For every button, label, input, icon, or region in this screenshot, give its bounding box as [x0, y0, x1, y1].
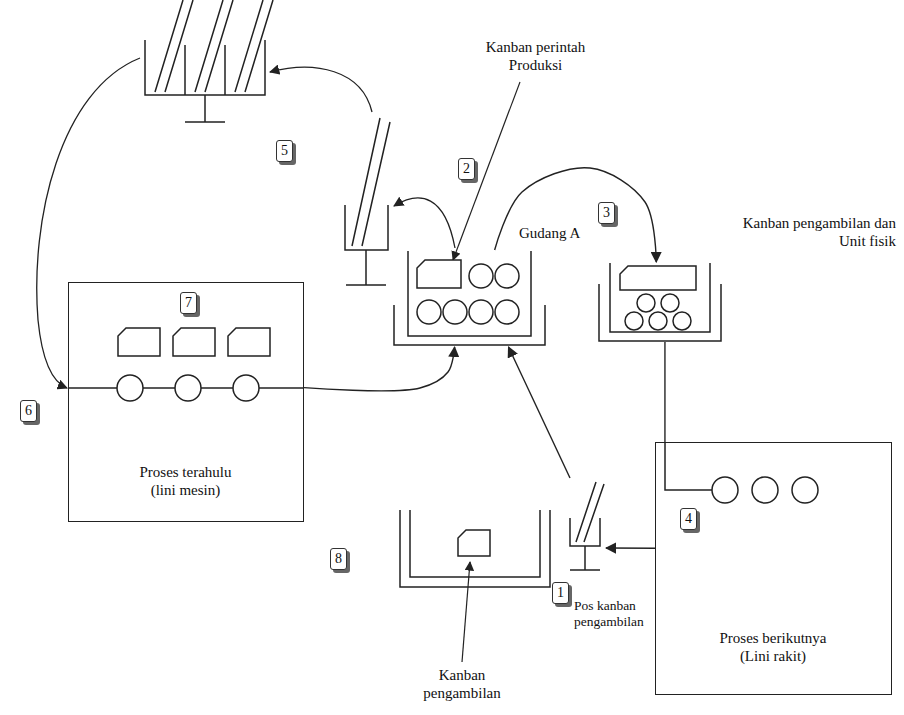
part-unit	[495, 300, 519, 324]
flow-arrow	[394, 198, 455, 248]
node-label: Proses berikutnya (Lini rakit)	[656, 629, 890, 665]
assembly-line-parts	[712, 477, 738, 503]
part-unit	[637, 294, 655, 312]
empty-container	[400, 510, 550, 587]
node-label: Pos kanban pengambilan	[574, 598, 654, 630]
machine-line-parts	[233, 375, 259, 401]
kanban-post	[345, 118, 390, 285]
assembly-line-parts	[752, 477, 778, 503]
post-cards	[576, 482, 604, 542]
callout-number: 3	[598, 202, 615, 224]
callout-number: 8	[330, 548, 347, 570]
storage-container: Gudang A	[393, 250, 547, 347]
post-stand	[570, 546, 600, 570]
parts-container: Kanban pengambilan dan Unit fisik	[598, 262, 722, 342]
flow-connector	[495, 168, 657, 262]
part-unit	[469, 264, 493, 288]
machine-line-parts	[175, 375, 201, 401]
machine-line-parts	[118, 328, 160, 356]
kanban-card	[620, 266, 696, 290]
container-bin	[610, 263, 710, 332]
process-box: Proses berikutnya (Lini rakit)	[655, 442, 892, 695]
callout-number: 2	[458, 158, 475, 180]
machine-line-parts	[68, 328, 304, 401]
container-bin	[408, 251, 531, 336]
part-unit	[673, 312, 691, 330]
node-label: Kanban pengambilan dan Unit fisik	[726, 214, 896, 250]
flow-connector	[304, 347, 455, 391]
part-unit	[495, 264, 519, 288]
annotation: Kanban pengambilan	[412, 666, 512, 702]
kanban-post: Pos kanban pengambilan	[566, 478, 606, 572]
annotation: Kanban perintah Produksi	[478, 38, 593, 74]
leader-arrow	[453, 82, 520, 260]
part-unit	[661, 294, 679, 312]
production-kanban-post	[155, 0, 273, 92]
callout-number: 6	[20, 400, 37, 422]
process-box: Proses terahulu (lini mesin)	[68, 282, 304, 522]
flow-arrow	[37, 58, 455, 388]
empty-container	[458, 530, 490, 556]
flow-connector	[606, 547, 655, 549]
kanban-post	[346, 250, 386, 285]
assembly-line-parts	[665, 442, 712, 490]
callout-number: 5	[276, 140, 293, 162]
flow-connector	[509, 347, 571, 478]
machine-line-parts	[228, 328, 270, 356]
kanban-post	[352, 118, 390, 246]
callout-number: 4	[680, 508, 697, 530]
production-kanban-post	[185, 95, 225, 122]
node-label: Gudang A	[519, 224, 599, 242]
callout-number: 7	[180, 292, 197, 314]
post-cup	[570, 518, 600, 546]
production-kanban-post	[145, 0, 273, 122]
node-outline	[566, 478, 606, 572]
flow-connector	[664, 342, 665, 442]
node-outline	[598, 262, 722, 342]
callout-number: 1	[552, 582, 569, 604]
assembly-line-parts	[792, 477, 818, 503]
leader-arrow	[453, 82, 520, 662]
empty-container	[400, 510, 550, 587]
flow-arrow	[270, 67, 372, 112]
machine-line-parts	[117, 375, 143, 401]
assembly-line-parts	[665, 442, 818, 503]
node-label: Proses terahulu (lini mesin)	[69, 463, 302, 499]
part-unit	[443, 300, 467, 324]
kanban-card	[417, 260, 461, 288]
part-unit	[625, 312, 643, 330]
part-unit	[417, 300, 441, 324]
part-unit	[649, 312, 667, 330]
machine-line-parts	[173, 328, 215, 356]
node-outline	[393, 250, 547, 347]
part-unit	[469, 300, 493, 324]
